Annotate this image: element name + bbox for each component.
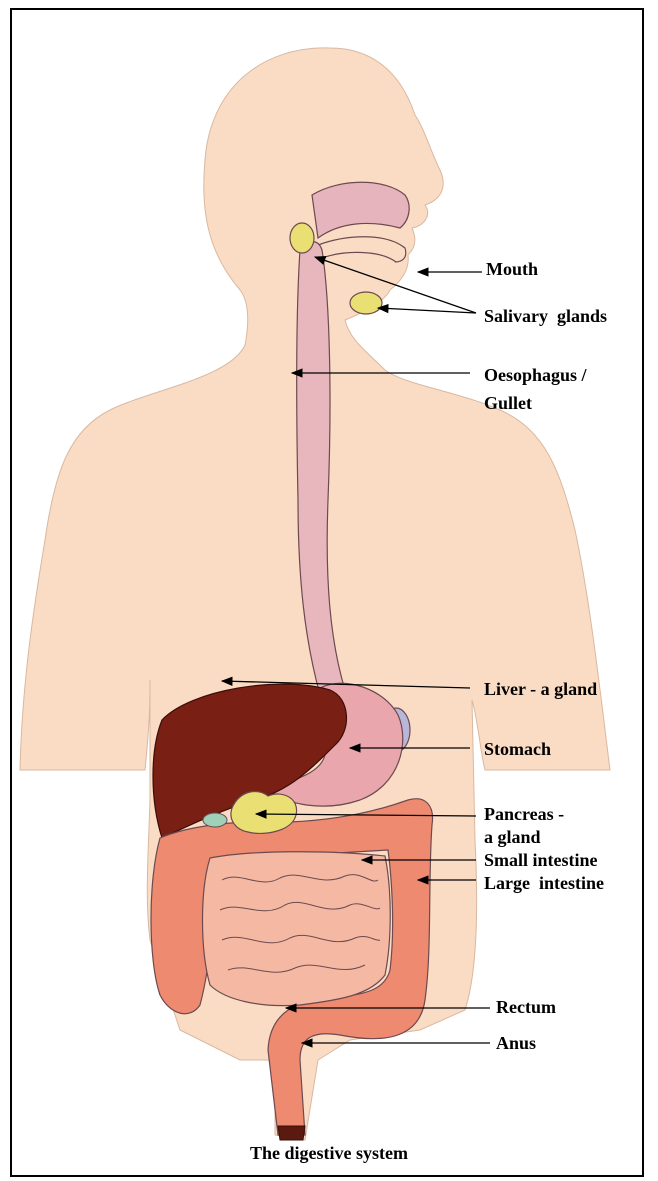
diagram-caption: The digestive system xyxy=(0,1143,658,1164)
label-anus: Anus xyxy=(496,1032,536,1054)
label-pancreas-sub: a gland xyxy=(484,826,541,848)
label-salivary-glands: Salivary glands xyxy=(484,305,607,327)
label-liver: Liver - a gland xyxy=(484,678,597,700)
salivary-gland-upper xyxy=(290,223,314,253)
label-pancreas: Pancreas - xyxy=(484,803,564,825)
label-oesophagus: Oesophagus / xyxy=(484,364,587,386)
label-large-intestine: Large intestine xyxy=(484,872,604,894)
label-gullet: Gullet xyxy=(484,392,532,414)
salivary-gland-lower xyxy=(350,292,382,314)
label-small-intestine: Small intestine xyxy=(484,849,598,871)
gall-bladder xyxy=(203,813,227,827)
label-mouth: Mouth xyxy=(486,258,538,280)
pancreas xyxy=(231,792,297,834)
label-stomach: Stomach xyxy=(484,738,551,760)
anus xyxy=(278,1126,305,1140)
label-rectum: Rectum xyxy=(496,996,556,1018)
